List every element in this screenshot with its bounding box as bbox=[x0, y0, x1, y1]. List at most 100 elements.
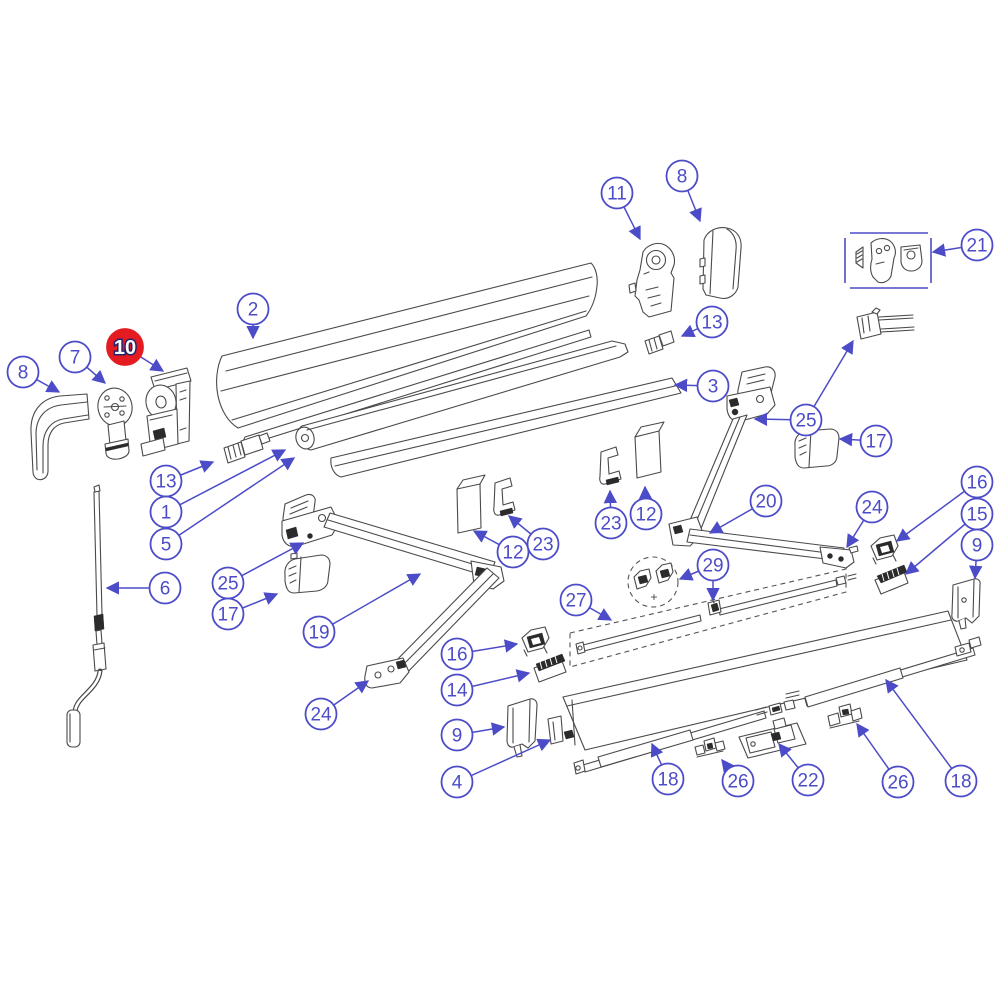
callout-24-right[interactable]: 24 bbox=[855, 490, 889, 524]
kit-box-27 bbox=[569, 568, 857, 668]
callout-16-left[interactable]: 16 bbox=[440, 637, 474, 671]
part-screw bbox=[855, 246, 864, 269]
callout-circle bbox=[148, 571, 182, 605]
callout-25-left[interactable]: 25 bbox=[211, 566, 245, 600]
callout-24-left[interactable]: 24 bbox=[304, 697, 338, 731]
callout-circle bbox=[695, 305, 729, 339]
callout-label: 20 bbox=[755, 492, 776, 513]
callout-circle bbox=[960, 228, 994, 262]
part-sheet-12-left bbox=[456, 474, 486, 534]
callout-14[interactable]: 14 bbox=[440, 673, 474, 707]
callout-circle bbox=[629, 497, 663, 531]
callout-26-left[interactable]: 26 bbox=[721, 764, 755, 798]
callout-20[interactable]: 20 bbox=[749, 484, 783, 518]
callout-3[interactable]: 3 bbox=[696, 369, 730, 403]
part-crank-gear-joint bbox=[223, 432, 271, 464]
callout-circle bbox=[651, 762, 685, 796]
part-rafter-connectors bbox=[768, 690, 800, 716]
part-rafter-18-left bbox=[573, 706, 768, 775]
callout-27[interactable]: 27 bbox=[559, 583, 593, 617]
callout-26-right[interactable]: 26 bbox=[881, 765, 915, 799]
callout-9-left[interactable]: 9 bbox=[440, 718, 474, 752]
part-mount-bracket-10 bbox=[140, 367, 192, 457]
callout-8-left[interactable]: 8 bbox=[6, 355, 40, 389]
callout-label: 11 bbox=[607, 184, 627, 205]
part-roller-end-joint bbox=[644, 330, 675, 355]
part-bracket-26-left bbox=[694, 737, 726, 758]
callout-23-right[interactable]: 23 bbox=[594, 506, 628, 540]
callout-label: 18 bbox=[950, 772, 971, 793]
callout-label: 16 bbox=[446, 645, 467, 666]
callout-6[interactable]: 6 bbox=[148, 571, 182, 605]
callout-label: 23 bbox=[600, 514, 621, 535]
callout-circle bbox=[696, 369, 730, 403]
part-sheet-12-right bbox=[634, 421, 665, 479]
callout-label: 25 bbox=[795, 411, 816, 432]
leader-4 bbox=[456, 738, 552, 783]
callout-1[interactable]: 1 bbox=[149, 495, 183, 529]
callout-18-left[interactable]: 18 bbox=[651, 762, 685, 796]
part-clamp-piece bbox=[900, 244, 923, 272]
callout-19[interactable]: 19 bbox=[302, 615, 336, 649]
callout-23-left[interactable]: 23 bbox=[526, 527, 560, 561]
part-spring-arm-right bbox=[668, 366, 859, 569]
callout-5[interactable]: 5 bbox=[149, 527, 183, 561]
callout-label: 8 bbox=[677, 167, 688, 188]
callout-circle bbox=[302, 615, 336, 649]
callout-label: 10 bbox=[114, 337, 136, 359]
callout-label: 21 bbox=[966, 236, 987, 257]
hardware-kit-21 bbox=[844, 232, 932, 289]
part-roller-tube bbox=[295, 340, 629, 451]
callout-8-right[interactable]: 8 bbox=[665, 159, 699, 193]
callout-label: 19 bbox=[308, 623, 329, 644]
callout-circle bbox=[236, 292, 270, 326]
callout-circle bbox=[440, 673, 474, 707]
callout-label: 13 bbox=[701, 313, 722, 334]
part-crank-rod bbox=[66, 484, 107, 748]
callout-12-left[interactable]: 12 bbox=[496, 535, 530, 569]
callout-22[interactable]: 22 bbox=[791, 763, 825, 797]
part-end-cap-left bbox=[30, 393, 90, 481]
callout-13-right[interactable]: 13 bbox=[695, 305, 729, 339]
callout-circle bbox=[211, 597, 245, 631]
part-gear-knob bbox=[97, 387, 133, 460]
part-bracket-26-right bbox=[827, 703, 863, 729]
callout-label-outline: 10 bbox=[114, 337, 136, 359]
callout-circle bbox=[58, 340, 92, 374]
callout-17-left[interactable]: 17 bbox=[211, 597, 245, 631]
callout-11[interactable]: 11 bbox=[600, 176, 634, 210]
callout-17-right[interactable]: 17 bbox=[859, 424, 893, 458]
callout-circle bbox=[749, 484, 783, 518]
callout-29[interactable]: 29 bbox=[696, 548, 730, 582]
part-power-connector bbox=[856, 307, 915, 340]
callout-label: 9 bbox=[452, 726, 463, 747]
callout-circle bbox=[665, 159, 699, 193]
callout-18-right[interactable]: 18 bbox=[944, 764, 978, 798]
callout-25-right[interactable]: 25 bbox=[789, 403, 823, 437]
callout-circle bbox=[960, 528, 994, 562]
callout-label: 24 bbox=[310, 705, 332, 726]
callout-circle bbox=[696, 548, 730, 582]
part-slider-22 bbox=[738, 717, 807, 759]
callout-circle bbox=[600, 176, 634, 210]
callout-7[interactable]: 7 bbox=[58, 340, 92, 374]
part-case-profile bbox=[216, 262, 598, 446]
callout-13-left[interactable]: 13 bbox=[149, 464, 183, 498]
callout-15[interactable]: 15 bbox=[960, 497, 994, 531]
callout-9-right[interactable]: 9 bbox=[960, 528, 994, 562]
callout-12-right[interactable]: 12 bbox=[629, 497, 663, 531]
callout-circle bbox=[791, 763, 825, 797]
callout-label: 17 bbox=[865, 432, 886, 453]
callout-2[interactable]: 2 bbox=[236, 292, 270, 326]
part-slide-shoe-15 bbox=[874, 564, 909, 595]
callout-label: 9 bbox=[972, 536, 983, 557]
callout-21[interactable]: 21 bbox=[960, 228, 994, 262]
plus-sign: + bbox=[650, 590, 657, 604]
callout-label: 26 bbox=[887, 773, 908, 794]
callout-4[interactable]: 4 bbox=[440, 765, 474, 799]
callout-16-right[interactable]: 16 bbox=[960, 465, 994, 499]
callout-circle bbox=[149, 527, 183, 561]
callout-label: 13 bbox=[155, 472, 176, 493]
